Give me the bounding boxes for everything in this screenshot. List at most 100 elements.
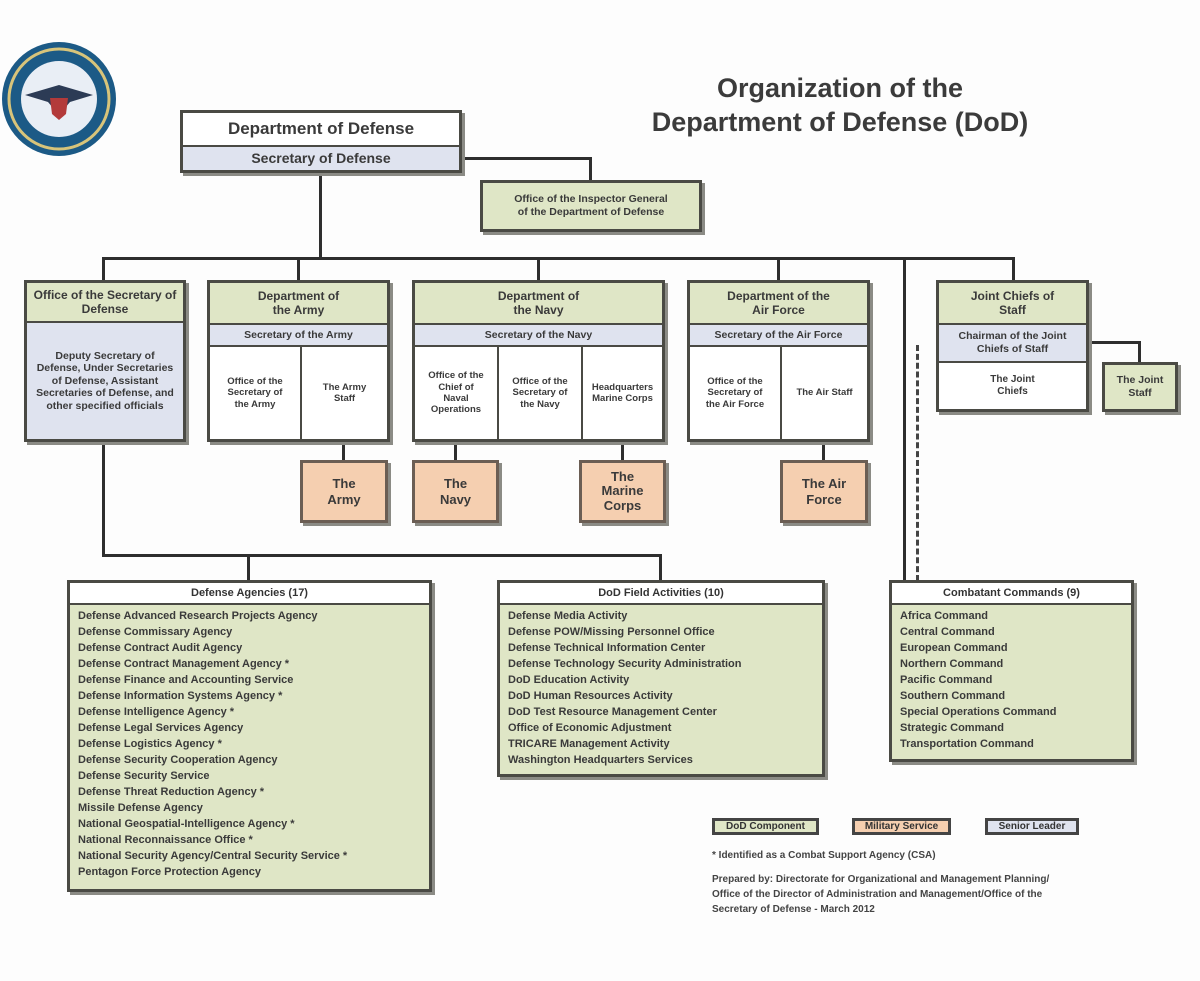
airforce-department-box: Department of the Air Force Secretary of… bbox=[687, 280, 870, 442]
list-item: Defense Logistics Agency * bbox=[78, 738, 222, 750]
connector bbox=[537, 257, 540, 281]
list-item: National Security Agency/Central Securit… bbox=[78, 850, 348, 862]
prepared-line-3: Secretary of Defense - March 2012 bbox=[712, 904, 875, 915]
office-secretary-navy: Office of the Secretary of the Navy bbox=[497, 345, 581, 439]
connector bbox=[102, 554, 662, 557]
connector bbox=[822, 440, 825, 461]
osd-officials: Deputy Secretary of Defense, Under Secre… bbox=[27, 321, 183, 439]
list-item: Defense Contract Management Agency * bbox=[78, 658, 290, 670]
list-item: Defense Advanced Research Projects Agenc… bbox=[78, 610, 318, 622]
list-item: Defense Technical Information Center bbox=[508, 642, 706, 654]
ig-line-2: of the Department of Defense bbox=[517, 206, 665, 218]
prepared-line-1: Prepared by: Directorate for Organizatio… bbox=[712, 874, 1050, 885]
csa-footnote: * Identified as a Combat Support Agency … bbox=[712, 850, 936, 861]
secretary-of-airforce: Secretary of the Air Force bbox=[690, 323, 867, 345]
list-item: DoD Test Resource Management Center bbox=[508, 706, 717, 718]
list-item: Africa Command bbox=[900, 610, 989, 622]
list-item: European Command bbox=[900, 642, 1008, 654]
army-staff: The Army Staff bbox=[300, 345, 387, 439]
connector bbox=[247, 554, 250, 581]
list-item: Central Command bbox=[900, 626, 995, 638]
list-item: Defense Information Systems Agency * bbox=[78, 690, 283, 702]
connector bbox=[1086, 341, 1141, 344]
connector bbox=[102, 440, 105, 557]
list-item: Northern Command bbox=[900, 658, 1004, 670]
list-item: Defense Finance and Accounting Service bbox=[78, 674, 294, 686]
connector bbox=[777, 257, 780, 281]
defense-agencies-list: Defense Advanced Research Projects Agenc… bbox=[70, 605, 429, 883]
connector bbox=[454, 440, 457, 461]
office-secretary-army: Office of the Secretary of the Army bbox=[210, 345, 300, 439]
prepared-by-note: Prepared by: Directorate for Organizatio… bbox=[712, 872, 1182, 917]
navy-department-box: Department of the Navy Secretary of the … bbox=[412, 280, 665, 442]
list-item: National Reconnaissance Office * bbox=[78, 834, 253, 846]
the-army: The Army bbox=[327, 475, 361, 507]
list-item: Special Operations Command bbox=[900, 706, 1057, 718]
list-item: Pacific Command bbox=[900, 674, 993, 686]
defense-agencies-box: Defense Agencies (17) Defense Advanced R… bbox=[67, 580, 432, 892]
connector bbox=[589, 157, 592, 182]
dod-box: Department of Defense Secretary of Defen… bbox=[180, 110, 462, 173]
list-item: Defense Security Service bbox=[78, 770, 210, 782]
legend-military-service: Military Service bbox=[852, 818, 951, 835]
connector bbox=[1012, 257, 1015, 281]
army-service-box: The Army bbox=[300, 460, 388, 523]
jcs-box: Joint Chiefs of Staff Chairman of the Jo… bbox=[936, 280, 1089, 412]
list-item: Office of Economic Adjustment bbox=[508, 722, 672, 734]
connector bbox=[297, 257, 300, 281]
joint-staff-box: The Joint Staff bbox=[1102, 362, 1178, 412]
connector bbox=[659, 554, 662, 581]
navy-department-name: Department of the Navy bbox=[415, 283, 662, 323]
list-item: Transportation Command bbox=[900, 738, 1034, 750]
joint-chiefs: The Joint Chiefs bbox=[939, 361, 1086, 409]
chart-title: Organization of the Department of Defens… bbox=[600, 72, 1080, 140]
hq-marine-corps: Headquarters Marine Corps bbox=[581, 345, 662, 439]
secretary-of-defense: Secretary of Defense bbox=[183, 145, 459, 170]
field-activities-box: DoD Field Activities (10) Defense Media … bbox=[497, 580, 825, 777]
prepared-line-2: Office of the Director of Administration… bbox=[712, 889, 1043, 900]
list-item: Defense Intelligence Agency * bbox=[78, 706, 235, 718]
army-department-box: Department of the Army Secretary of the … bbox=[207, 280, 390, 442]
list-item: Defense POW/Missing Personnel Office bbox=[508, 626, 715, 638]
airforce-service-box: The Air Force bbox=[780, 460, 868, 523]
list-item: Southern Command bbox=[900, 690, 1006, 702]
connector bbox=[903, 257, 906, 581]
dashed-connector bbox=[916, 345, 919, 581]
air-staff: The Air Staff bbox=[780, 345, 867, 439]
ig-line-1: Office of the Inspector General bbox=[514, 193, 668, 206]
navy-service-box: The Navy bbox=[412, 460, 499, 523]
office-secretary-airforce: Office of the Secretary of the Air Force bbox=[690, 345, 780, 439]
list-item: Defense Commissary Agency bbox=[78, 626, 233, 638]
list-item: TRICARE Management Activity bbox=[508, 738, 670, 750]
list-item: National Geospatial-Intelligence Agency … bbox=[78, 818, 295, 830]
dod-name: Department of Defense bbox=[227, 118, 415, 138]
the-marine-corps: The Marine Corps bbox=[601, 469, 644, 513]
airforce-department-name: Department of the Air Force bbox=[690, 283, 867, 323]
connector bbox=[102, 257, 1015, 260]
list-item: Pentagon Force Protection Agency bbox=[78, 866, 261, 878]
defense-agencies-title: Defense Agencies (17) bbox=[70, 583, 429, 605]
list-item: Missile Defense Agency bbox=[78, 802, 203, 814]
title-line-2: Department of Defense (DoD) bbox=[651, 106, 1029, 137]
field-activities-title: DoD Field Activities (10) bbox=[500, 583, 822, 605]
list-item: Defense Technology Security Administrati… bbox=[508, 658, 742, 670]
title-line-1: Organization of the bbox=[717, 73, 963, 103]
secretary-of-army: Secretary of the Army bbox=[210, 323, 387, 345]
list-item: Strategic Command bbox=[900, 722, 1004, 734]
list-item: Defense Media Activity bbox=[508, 610, 628, 622]
osd-box: Office of the Secretary of Defense Deput… bbox=[24, 280, 186, 442]
inspector-general-box: Office of the Inspector General of the D… bbox=[480, 180, 702, 232]
chairman-jcs: Chairman of the Joint Chiefs of Staff bbox=[939, 323, 1086, 361]
list-item: Defense Legal Services Agency bbox=[78, 722, 244, 734]
list-item: Defense Security Cooperation Agency bbox=[78, 754, 278, 766]
joint-staff: The Joint Staff bbox=[1116, 374, 1164, 399]
connector bbox=[459, 157, 592, 160]
the-air-force: The Air Force bbox=[801, 475, 847, 507]
list-item: DoD Education Activity bbox=[508, 674, 630, 686]
connector bbox=[342, 440, 345, 461]
list-item: Defense Threat Reduction Agency * bbox=[78, 786, 265, 798]
